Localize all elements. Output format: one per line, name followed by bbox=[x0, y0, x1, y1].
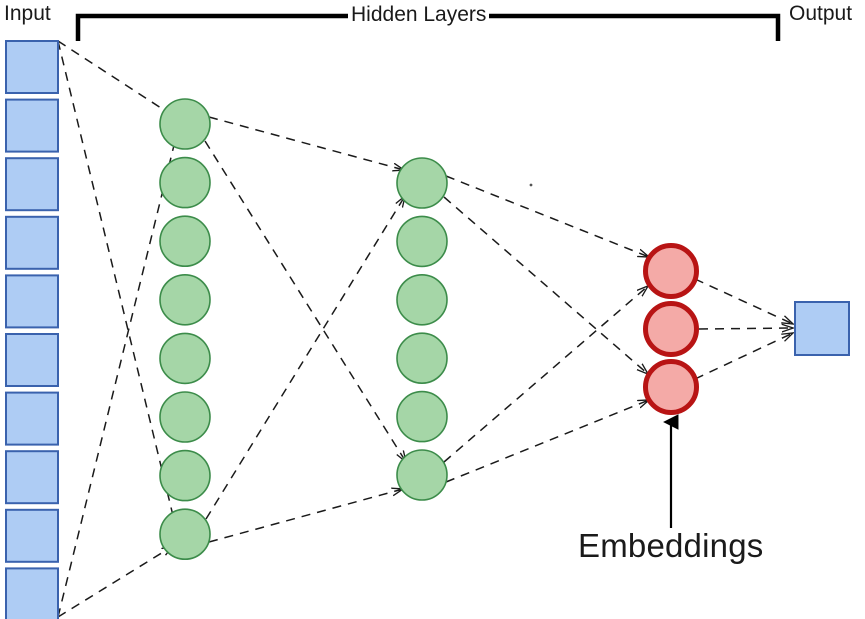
connection-line bbox=[57, 133, 177, 618]
connection-line bbox=[204, 140, 406, 462]
hidden-node bbox=[159, 273, 211, 326]
hidden-node bbox=[159, 391, 211, 443]
hidden-layer-2 bbox=[396, 157, 448, 501]
stray-dot bbox=[529, 183, 533, 187]
hidden-layers-label: Hidden Layers bbox=[348, 3, 490, 27]
connection-line bbox=[694, 333, 793, 380]
hidden-node bbox=[159, 156, 211, 209]
input-layer bbox=[5, 40, 59, 619]
input-node bbox=[5, 450, 59, 505]
connection-line bbox=[208, 489, 403, 543]
connection-line bbox=[445, 175, 649, 257]
hidden-node bbox=[159, 215, 211, 267]
embedding-node bbox=[643, 359, 699, 415]
hidden-node bbox=[159, 332, 211, 385]
hidden-node bbox=[396, 332, 448, 385]
hidden-node bbox=[159, 98, 211, 150]
embedding-node bbox=[643, 243, 699, 299]
embeddings-label: Embeddings bbox=[578, 527, 764, 564]
connection-line bbox=[445, 400, 649, 483]
input-node bbox=[5, 333, 59, 387]
hidden-node bbox=[396, 449, 448, 501]
connection-line bbox=[208, 116, 404, 170]
connection-line bbox=[443, 286, 648, 463]
hidden-node bbox=[159, 508, 211, 561]
embedding-layer bbox=[643, 243, 699, 415]
connections-embeddings-to-output bbox=[694, 278, 793, 380]
input-node bbox=[5, 391, 59, 446]
embedding-node bbox=[643, 301, 699, 357]
input-node bbox=[5, 215, 59, 270]
input-node bbox=[5, 98, 59, 153]
input-node bbox=[5, 40, 59, 94]
connection-line bbox=[57, 40, 181, 121]
connection-line bbox=[57, 40, 176, 528]
hidden-node bbox=[396, 390, 448, 443]
input-node bbox=[5, 274, 59, 329]
output-label: Output bbox=[789, 2, 853, 25]
input-node bbox=[5, 157, 59, 212]
connections-hidden1-to-hidden2 bbox=[204, 116, 406, 543]
input-node bbox=[5, 508, 59, 563]
output-layer bbox=[794, 301, 850, 356]
hidden-node bbox=[396, 273, 448, 326]
hidden-node bbox=[159, 449, 211, 502]
connection-line bbox=[57, 546, 173, 618]
connections-input-to-hidden1 bbox=[57, 40, 181, 618]
connections-hidden2-to-embeddings bbox=[443, 175, 649, 483]
input-node bbox=[5, 567, 59, 619]
input-label: Input bbox=[4, 2, 51, 25]
hidden-node bbox=[396, 157, 448, 209]
hidden-layer-1 bbox=[159, 98, 211, 561]
connection-line bbox=[443, 196, 648, 374]
connection-line bbox=[698, 328, 793, 329]
connection-line bbox=[694, 278, 793, 324]
connection-line bbox=[205, 196, 405, 520]
output-node bbox=[794, 301, 850, 356]
hidden-node bbox=[396, 215, 448, 268]
